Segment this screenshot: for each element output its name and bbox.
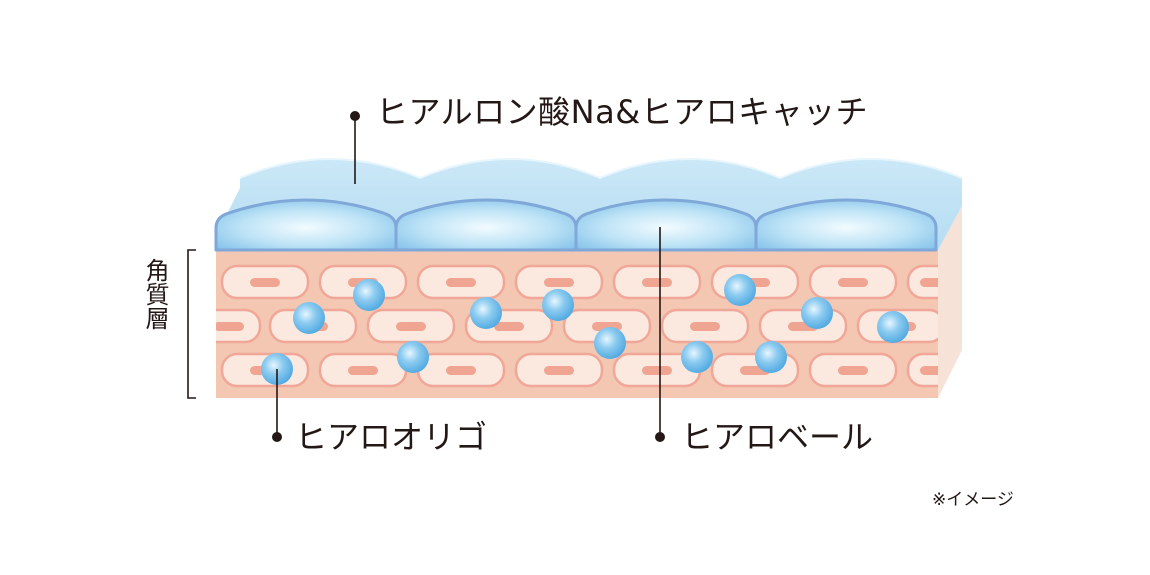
label-hyaloligo: ヒアロオリゴ (295, 418, 488, 456)
veil-dome (754, 198, 938, 252)
cell-nucleus (544, 366, 574, 375)
cell-nucleus (642, 366, 672, 375)
veil-dome (574, 198, 758, 252)
veil-dome (394, 198, 578, 252)
hyaluronic-spheres (261, 274, 909, 385)
cell-nucleus (920, 278, 938, 287)
keratin-cells (216, 264, 938, 388)
sphere (293, 302, 325, 334)
label-stratum-corneum: 角質層 (141, 258, 169, 330)
sphere (542, 289, 574, 321)
sphere (594, 327, 626, 359)
sphere (801, 297, 833, 329)
outer-film-highlight (239, 158, 963, 180)
hyaloveil-domes (214, 198, 938, 252)
cell-nucleus (690, 322, 720, 331)
cell-nucleus (544, 278, 574, 287)
sphere (397, 341, 429, 373)
cell-nucleus (396, 322, 426, 331)
cell-nucleus (250, 278, 280, 287)
cell-row-1 (220, 264, 938, 300)
leader-veil (655, 227, 665, 442)
cell-nucleus (642, 278, 672, 287)
cell-nucleus (446, 278, 476, 287)
layer-bracket (187, 249, 196, 399)
cell-nucleus (446, 366, 476, 375)
sphere (353, 279, 385, 311)
sphere (681, 341, 713, 373)
cell-nucleus (348, 366, 378, 375)
label-hyaluronic-catch: ヒアルロン酸Na&ヒアロキャッチ (376, 93, 869, 131)
leader-oligo (272, 369, 282, 442)
cell-nucleus (494, 322, 524, 331)
cell-nucleus (838, 366, 868, 375)
bullet-dot (655, 432, 665, 442)
bullet-dot (272, 432, 282, 442)
sphere (877, 311, 909, 343)
cell-nucleus (920, 366, 938, 375)
sphere (755, 341, 787, 373)
sphere (724, 274, 756, 306)
layer-side-face (938, 206, 962, 398)
cell-nucleus (838, 278, 868, 287)
label-hyaloveil: ヒアロベール (681, 418, 874, 456)
sphere (470, 297, 502, 329)
cell-nucleus (216, 322, 244, 331)
veil-dome (214, 198, 398, 252)
image-note: ※イメージ (932, 490, 1014, 510)
leader-top (350, 111, 360, 184)
bullet-dot (350, 111, 360, 121)
